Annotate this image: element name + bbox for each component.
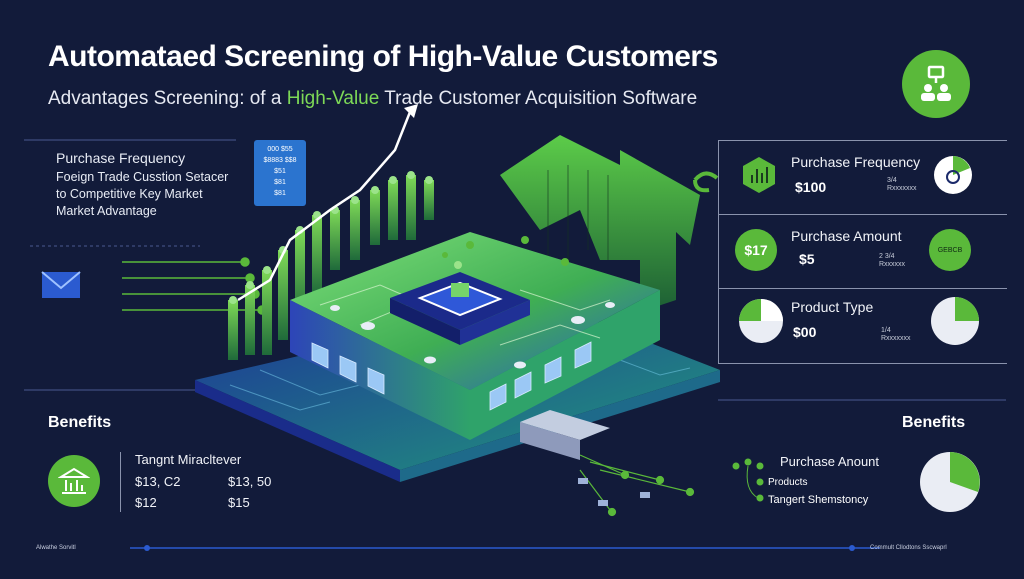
pie-icon: [739, 299, 783, 343]
benefits-right-item: Products: [768, 477, 808, 488]
left-line-2: to Competitive Key Market: [56, 187, 203, 201]
subtitle-text: Advantages Screening: of a: [48, 88, 287, 109]
hierarchy-badge: [902, 50, 970, 118]
benefits-left-value: $15: [228, 495, 250, 510]
growth-arrow-icon: [500, 135, 700, 312]
panel-label: Purchase Frequency: [791, 154, 921, 170]
footer-left: Alwathe Sorvitl: [36, 545, 76, 551]
page-subtitle: Advantages Screening: of a High-Value Tr…: [48, 88, 697, 110]
left-heading: Purchase Frequency: [56, 150, 186, 166]
benefits-right-item: Tangert Shemstoncy: [768, 494, 869, 506]
panel-label: Product Type: [791, 299, 874, 315]
pie-icon-bottom: [920, 452, 980, 512]
benefits-left-value: $12: [135, 495, 157, 510]
shop-badge: [48, 455, 100, 507]
panel-tiny: 2 3/4 Rxxxxxx: [879, 253, 906, 268]
hexagon-icon: [743, 157, 775, 193]
amount-badge: $17: [735, 229, 777, 271]
benefits-right-item: Purchase Anount: [780, 454, 880, 469]
panel-product-type: Product Type $00 1/4 Rxxxxxxx: [718, 288, 1007, 364]
bar-columns: [228, 175, 434, 360]
benefits-left-heading: Tangnt Miracltever: [135, 452, 242, 467]
page-title: Automataed Screening of High-Value Custo…: [48, 40, 718, 73]
panel-purchase-frequency: Purchase Frequency $100 3/4 Rxxxxxxx: [718, 140, 1007, 215]
store-icon: [58, 467, 90, 494]
benefits-left-title: Benefits: [48, 414, 112, 431]
trend-arrow-line: [237, 111, 412, 302]
price-card-line: $8883 $$8: [263, 157, 297, 164]
panel-value: $100: [795, 179, 827, 195]
left-connector-lines: [122, 257, 267, 315]
panel-tiny: 3/4 Rxxxxxxx: [887, 177, 917, 192]
panel-value: $00: [793, 324, 817, 340]
left-info-block: Purchase Frequency Foeign Trade Cusstion…: [56, 150, 228, 220]
panel-value: $5: [799, 251, 815, 267]
action-badge: GEBCB: [929, 229, 971, 271]
benefits-right-title: Benefits: [902, 414, 966, 431]
panel-tiny: 1/4 Rxxxxxxx: [881, 327, 911, 342]
price-card-line: $81: [274, 179, 286, 186]
price-card-line: $81: [274, 190, 286, 197]
price-card-line: 000 $55: [267, 146, 293, 153]
footer-right: Commult Cllodtons Sscwaprl: [870, 545, 947, 551]
clock-icon: [934, 156, 972, 194]
left-line-3: Market Advantage: [56, 204, 157, 218]
price-card-line: $51: [274, 168, 286, 175]
left-line-1: Foeign Trade Cusstion Setacer: [56, 170, 229, 184]
org-chart-icon: [921, 65, 951, 101]
bullet-dots: [732, 458, 764, 502]
panel-label: Purchase Amount: [791, 228, 902, 244]
pie-icon-large: [931, 297, 979, 345]
subtitle-highlight: High-Value: [286, 88, 380, 109]
panel-purchase-amount: $17 Purchase Amount $5 2 3/4 Rxxxxxx GEB…: [718, 214, 1007, 289]
link-icon: [693, 171, 719, 193]
subtitle-text-end: Trade Customer Acquisition Software: [379, 88, 698, 109]
benefits-left-value: $13, 50: [228, 474, 272, 489]
benefits-left-value: $13, C2: [135, 474, 181, 489]
price-card: 000 $55 $8883 $$8 $51 $81 $81: [254, 140, 306, 206]
